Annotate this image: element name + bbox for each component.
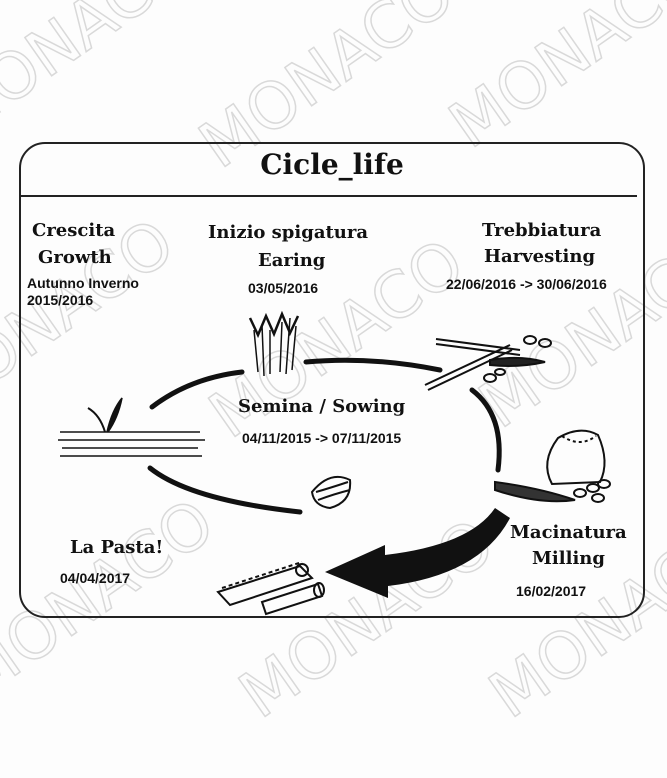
milling-label-en: Milling	[532, 548, 605, 569]
sprout-icon	[58, 397, 205, 457]
pasta-label: La Pasta!	[70, 537, 164, 558]
diagram-title: Cicle_life	[260, 148, 404, 181]
milling-label-it: Macinatura	[510, 522, 627, 543]
pasta-icon	[216, 561, 325, 616]
harvesting-label-it: Trebbiatura	[482, 220, 602, 241]
thresher-icon	[424, 335, 552, 391]
arrow-icon	[325, 508, 510, 598]
sowing-label: Semina / Sowing	[238, 396, 406, 417]
flour-sack-icon	[494, 429, 611, 503]
seed-icon	[310, 476, 352, 510]
earing-date: 03/05/2016	[248, 280, 319, 296]
diagram-frame	[19, 142, 645, 618]
earing-label-it: Inizio spigatura	[208, 222, 369, 243]
growth-label-en: Growth	[38, 247, 112, 268]
sowing-date: 04/11/2015 -> 07/11/2015	[242, 430, 402, 446]
harvesting-label-en: Harvesting	[484, 246, 596, 267]
earing-label-en: Earing	[258, 250, 326, 271]
harvesting-date: 22/06/2016 -> 30/06/2016	[446, 276, 607, 292]
milling-date: 16/02/2017	[516, 583, 587, 599]
growth-period: Autunno Inverno	[27, 275, 139, 291]
title-divider	[21, 195, 637, 197]
wheat-ears-icon	[248, 310, 300, 377]
growth-label-it: Crescita	[32, 220, 116, 241]
growth-date: 2015/2016	[27, 292, 94, 308]
pasta-date: 04/04/2017	[60, 570, 131, 586]
cycle-path	[147, 357, 502, 515]
